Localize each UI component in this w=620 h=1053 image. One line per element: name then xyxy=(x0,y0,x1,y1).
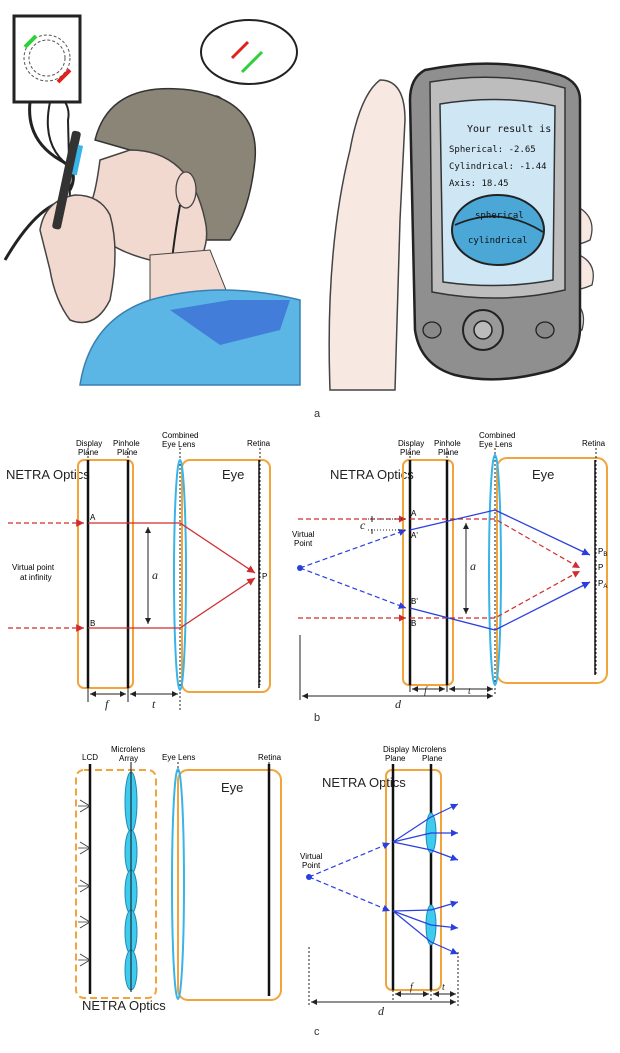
c-left-microlens-array xyxy=(124,762,138,992)
b-right-point-pa: PA xyxy=(598,579,607,590)
b-right-point-b: B xyxy=(411,619,416,628)
c-left-eye-lens: Eye Lens xyxy=(162,753,195,762)
b-left-netra-box xyxy=(77,459,134,689)
c-right-netra-box xyxy=(385,769,442,991)
result-cylindrical: Cylindrical: -1.44 xyxy=(449,162,547,172)
b-right-c-label: c xyxy=(360,518,366,532)
b-right-f-label: f xyxy=(424,686,428,697)
caption-c: c xyxy=(314,1026,320,1038)
b-right-eye-box xyxy=(496,457,608,684)
c-left-eye-lens-shape xyxy=(171,768,185,1000)
b-right-lens xyxy=(488,454,502,686)
caption-b: b xyxy=(314,712,321,724)
phone-hand xyxy=(328,79,406,391)
c-right-f-label: f xyxy=(410,982,414,993)
c-left-netra-box xyxy=(75,769,157,999)
b-left-t-label: t xyxy=(152,697,156,711)
lens-cylindrical-label: cylindrical xyxy=(468,236,528,246)
b-left-point-b: B xyxy=(90,619,95,628)
c-left-lcd: LCD xyxy=(82,753,98,762)
panel-a-illustration: Your result is Spherical: -2.65 Cylindri… xyxy=(3,14,594,391)
c-left-retina: Retina xyxy=(258,753,282,762)
panel-a: Your result is Spherical: -2.65 Cylindri… xyxy=(0,0,620,420)
b-left-point-a: A xyxy=(90,513,96,522)
c-right-t-label: t xyxy=(442,982,445,993)
b-left-lens xyxy=(173,459,187,691)
b-left-title: NETRA Optics xyxy=(6,467,90,482)
person-illustration xyxy=(3,14,301,386)
b-right-title: NETRA Optics xyxy=(330,467,414,482)
c-right-ray-fan-top xyxy=(392,803,459,861)
caption-a: a xyxy=(314,408,321,420)
b-left-point-p: P xyxy=(262,572,267,581)
eyepiece-device xyxy=(52,130,81,230)
lens-icon xyxy=(451,194,545,266)
lens-spherical-label: spherical xyxy=(475,211,524,221)
result-spherical: Spherical: -2.65 xyxy=(449,145,536,155)
b-right-point-b-prime: B' xyxy=(411,597,418,606)
c-left-eye-box xyxy=(177,769,282,1001)
hand xyxy=(39,194,116,324)
c-right-ray-fan-bottom xyxy=(392,900,459,955)
c-right-d-label: d xyxy=(378,1004,385,1018)
b-right-point-a: A xyxy=(411,509,417,518)
b-right-t-label: t xyxy=(468,686,471,697)
viewer-box xyxy=(12,14,82,104)
b-left-eye: Eye xyxy=(222,467,244,482)
b-left-retina: Retina xyxy=(247,439,271,448)
b-right-netra-box xyxy=(402,459,454,686)
c-left-pixel-fans xyxy=(78,799,91,967)
b-right-retina: Retina xyxy=(582,439,606,448)
b-right-eye: Eye xyxy=(532,467,554,482)
b-left-f-label: f xyxy=(105,697,110,711)
b-right-point-pb: PB xyxy=(598,547,607,558)
c-left-title: NETRA Optics xyxy=(82,998,166,1013)
result-title: Your result is xyxy=(467,124,551,135)
b-right-a-label: a xyxy=(470,559,476,573)
b-left-eye-box xyxy=(181,459,271,693)
green-line xyxy=(23,34,38,49)
b-right-point-p: P xyxy=(598,563,603,572)
thought-cloud xyxy=(200,19,298,85)
b-right-point-a-prime: A' xyxy=(411,531,418,540)
red-line xyxy=(56,68,72,84)
result-axis: Axis: 18.45 xyxy=(449,179,509,189)
c-left-eye: Eye xyxy=(221,780,243,795)
b-right-d-label: d xyxy=(395,697,402,711)
phone-illustration: Your result is Spherical: -2.65 Cylindri… xyxy=(328,62,594,391)
b-left-a-label: a xyxy=(152,568,158,582)
